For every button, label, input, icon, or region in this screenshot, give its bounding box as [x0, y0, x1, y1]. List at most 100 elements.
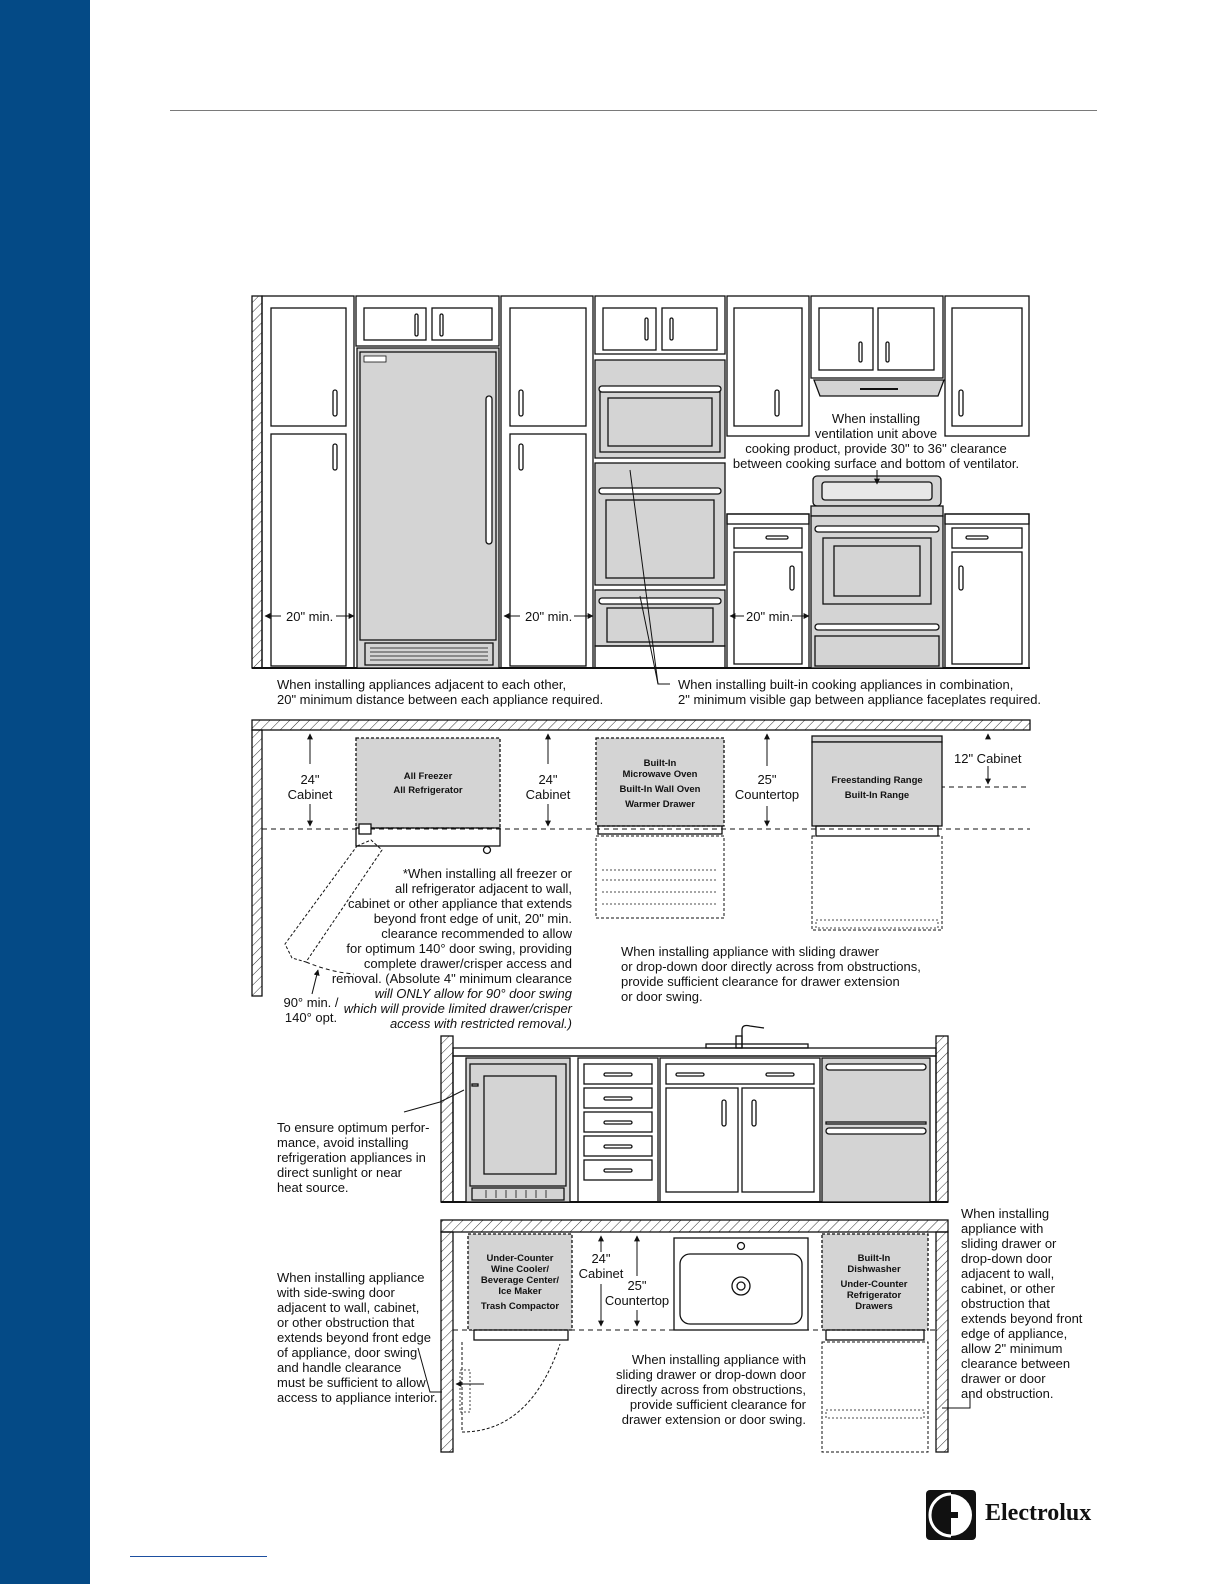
- side-swing-note-4: or other obstruction that: [277, 1315, 415, 1330]
- plan-1: [251, 719, 1031, 997]
- wine-cooler-front: [465, 1057, 571, 1203]
- swing-label-2: 140° opt.: [285, 1010, 337, 1025]
- center-note-2: sliding drawer or drop-down door: [616, 1367, 807, 1382]
- cab-b-dim-2: Cabinet: [526, 787, 571, 802]
- wall-oven-label-1: Built-In: [644, 758, 677, 769]
- dish-label-2: Dishwasher: [847, 1264, 901, 1275]
- wine-label-3: Beverage Center/: [481, 1275, 560, 1286]
- right-note-10: allow 2" minimum: [961, 1341, 1062, 1356]
- wall-oven-label-4: Warmer Drawer: [625, 799, 695, 810]
- freezer-note-11: access with restricted removal.): [390, 1016, 572, 1031]
- freezer-note-10: which will provide limited drawer/crispe…: [344, 1001, 573, 1016]
- cab-a-dim-2: Cabinet: [288, 787, 333, 802]
- freezer-note-3: cabinet or other appliance that extends: [348, 896, 573, 911]
- wall-oven-label-3: Built-In Wall Oven: [620, 784, 701, 795]
- right-note-7: obstruction that: [961, 1296, 1050, 1311]
- ventilation-note-1: When installing: [832, 411, 920, 426]
- faucet: [705, 1024, 809, 1049]
- elevation-2-text: To ensure optimum perfor- mance, avoid i…: [277, 1120, 429, 1195]
- wine-label-5: Trash Compactor: [481, 1301, 559, 1312]
- wine-label-2: Wine Cooler/: [491, 1264, 549, 1275]
- side-swing-note-6: of appliance, door swing: [277, 1345, 417, 1360]
- side-swing-note-2: with side-swing door: [276, 1285, 395, 1300]
- ventilation-note-2: ventilation unit above: [815, 426, 937, 441]
- tall-cabinet-1: [261, 295, 355, 669]
- all-refrigerator-appliance: [356, 347, 500, 669]
- wine-cooler-plan: [459, 1233, 573, 1433]
- dishwasher-plan: [821, 1233, 929, 1453]
- adjacent-note-1: When installing appliances adjacent to e…: [277, 677, 566, 692]
- sidebar-band: [0, 0, 90, 1584]
- combo-note-2: 2" minimum visible gap between appliance…: [678, 692, 1041, 707]
- drawer-note-4: or door swing.: [621, 989, 703, 1004]
- plan2-cab-dim-2: Cabinet: [579, 1266, 624, 1281]
- range-label-1: Freestanding Range: [831, 775, 922, 786]
- plan-2-text: 24" Cabinet 25" Countertop Under-Counter…: [276, 1206, 1083, 1427]
- freezer-label-1: All Freezer: [404, 771, 453, 782]
- right-note-12: drawer or door: [961, 1371, 1046, 1386]
- counter-dim-1: 25": [757, 772, 776, 787]
- freezer-label-2: All Refrigerator: [393, 785, 462, 796]
- dishwasher-front: [821, 1057, 931, 1203]
- sunlight-note-1: To ensure optimum perfor-: [277, 1120, 429, 1135]
- wall-oven-label-2: Microwave Oven: [623, 769, 698, 780]
- combo-note-1: When installing built-in cooking applian…: [678, 677, 1013, 692]
- plan-2-dimensions: [417, 1235, 971, 1409]
- center-note-5: drawer extension or door swing.: [622, 1412, 806, 1427]
- right-note-8: extends beyond front: [961, 1311, 1083, 1326]
- plan2-counter-dim-1: 25": [627, 1278, 646, 1293]
- sink-plan: [673, 1237, 809, 1331]
- drawer-note-2: or drop-down door directly across from o…: [621, 959, 921, 974]
- brand-name: Electrolux: [985, 1500, 1092, 1526]
- tall-cabinet-2: [500, 295, 594, 669]
- side-swing-note-3: adjacent to wall, cabinet,: [277, 1300, 419, 1315]
- counter-dim-2: Countertop: [735, 787, 799, 802]
- freezer-note-1: *When installing all freezer or: [403, 866, 573, 881]
- wall-oven-plan: [595, 737, 725, 919]
- dish-label-5: Drawers: [855, 1301, 893, 1312]
- swing-label-1: 90° min. /: [283, 995, 338, 1010]
- drawer-note-3: provide sufficient clearance for drawer …: [621, 974, 900, 989]
- footer-link-underline[interactable]: [130, 1556, 267, 1557]
- plan2-counter-dim-2: Countertop: [605, 1293, 669, 1308]
- freezer-note-4: beyond front edge of unit, 20" min.: [374, 911, 572, 926]
- plan2-cab-dim-1: 24": [591, 1251, 610, 1266]
- elevation-2: [403, 1024, 949, 1203]
- freezer-note-7: complete drawer/crisper access and: [364, 956, 572, 971]
- dish-label-4: Refrigerator: [847, 1290, 902, 1301]
- freezer-plan: [284, 737, 501, 995]
- freezer-note-2: all refrigerator adjacent to wall,: [395, 881, 572, 896]
- freestanding-range: [810, 475, 944, 669]
- right-note-11: clearance between: [961, 1356, 1070, 1371]
- side-swing-note-7: and handle clearance: [277, 1360, 401, 1375]
- center-note-1: When installing appliance with: [632, 1352, 806, 1367]
- center-note-3: directly across from obstructions,: [616, 1382, 806, 1397]
- ventilation-note-4: between cooking surface and bottom of ve…: [733, 456, 1019, 471]
- sunlight-note-2: mance, avoid installing: [277, 1135, 409, 1150]
- right-note-5: adjacent to wall,: [961, 1266, 1054, 1281]
- header-rule: [170, 110, 1097, 111]
- sink-cabinet: [659, 1057, 821, 1203]
- range-label-2: Built-In Range: [845, 790, 909, 801]
- center-note-4: provide sufficient clearance for: [630, 1397, 807, 1412]
- elevation-1-text: 20" min. 20" min. 20" min. When installi…: [277, 411, 1041, 707]
- right-note-13: and obstruction.: [961, 1386, 1054, 1401]
- right-note-9: edge of appliance,: [961, 1326, 1067, 1341]
- sunlight-note-4: direct sunlight or near: [277, 1165, 403, 1180]
- elevation-1-dimensions: [264, 469, 880, 685]
- gap-3-dim: 20" min.: [746, 609, 793, 624]
- right-note-6: cabinet, or other: [961, 1281, 1056, 1296]
- dish-label-1: Built-In: [858, 1253, 891, 1264]
- range-plan: [811, 735, 943, 931]
- upper-cabinet-dim: 12" Cabinet: [954, 751, 1022, 766]
- wine-label-4: Ice Maker: [498, 1286, 542, 1297]
- freezer-note-6: for optimum 140° door swing, providing: [346, 941, 572, 956]
- side-swing-note-9: access to appliance interior.: [277, 1390, 437, 1405]
- electrolux-logo-icon: [926, 1490, 976, 1540]
- brand-logo: Electrolux: [926, 1490, 1101, 1542]
- side-swing-note-5: extends beyond front edge: [277, 1330, 431, 1345]
- sunlight-note-5: heat source.: [277, 1180, 349, 1195]
- gap-1-dim: 20" min.: [286, 609, 333, 624]
- plan-1-text: 24" Cabinet 24" Cabinet 25" Countertop 1…: [283, 751, 1021, 1031]
